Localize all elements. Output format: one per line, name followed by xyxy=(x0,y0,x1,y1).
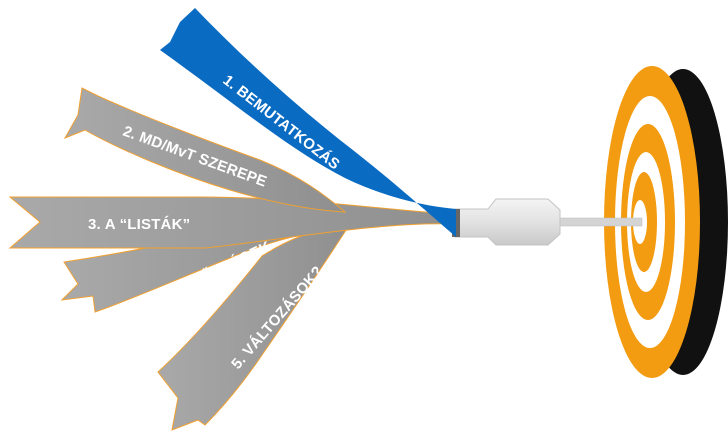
target-board xyxy=(604,66,728,378)
ribbon-3-label: 3. A “LISTÁK” xyxy=(88,216,190,233)
dart-shaft xyxy=(559,217,643,227)
ribbon-2 xyxy=(63,87,347,213)
ribbon-group: 1. BEMUTATKOZÁS 2. MD/MvT SZEREPE 3. A “… xyxy=(8,8,456,431)
dart-body xyxy=(454,198,561,246)
ribbon-3 xyxy=(8,196,456,249)
ribbon-1 xyxy=(160,8,456,237)
ribbon-5 xyxy=(157,223,352,431)
